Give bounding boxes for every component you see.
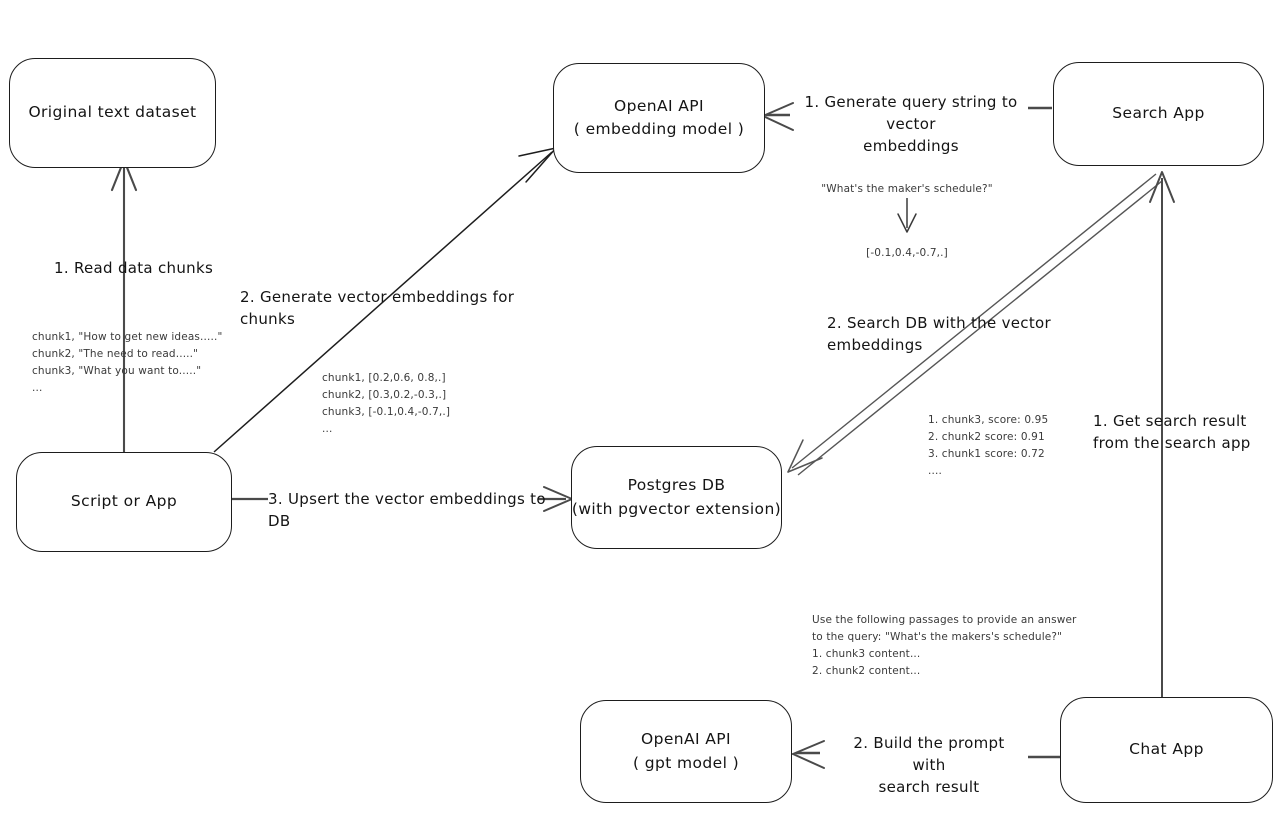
- note-source-chunks: chunk1, "How to get new ideas....." chun…: [32, 331, 223, 394]
- edge-label-upsert-to-db: 3. Upsert the vector embeddings to DB: [268, 490, 546, 530]
- edge-label-search-db: 2. Search DB with the vector embeddings: [827, 314, 1051, 354]
- node-chat-app[interactable]: Chat App: [1060, 697, 1273, 803]
- node-search-app[interactable]: Search App: [1053, 62, 1264, 166]
- node-label-line2: (with pgvector extension): [571, 499, 782, 518]
- node-label-line2: ( gpt model ): [632, 753, 740, 772]
- note-query-text: "What's the maker's schedule?": [821, 183, 993, 195]
- arrow-query-to-vector: [897, 198, 917, 233]
- node-label-line2: ( embedding model ): [573, 120, 745, 138]
- node-label: Chat App: [1129, 740, 1204, 759]
- edge-label-generate-vector-embeddings: 2. Generate vector embeddings for chunks: [240, 288, 515, 328]
- note-search-results: 1. chunk3, score: 0.95 2. chunk2 score: …: [928, 414, 1049, 477]
- node-label: Script or App: [70, 492, 178, 511]
- node-label-line1: OpenAI API: [640, 730, 732, 749]
- edge-label-generate-query-embeddings: 1. Generate query string to vector embed…: [804, 93, 1018, 155]
- node-label-line1: OpenAI API: [613, 96, 705, 115]
- node-label-line1: Postgres DB: [627, 476, 726, 495]
- node-postgres-db[interactable]: Postgres DB (with pgvector extension): [571, 446, 782, 549]
- note-chunk-embeddings: chunk1, [0.2,0.6, 0.8,.] chunk2, [0.3,0.…: [322, 372, 451, 435]
- node-script-or-app[interactable]: Script or App: [16, 452, 232, 552]
- node-label: Original text dataset: [28, 103, 197, 122]
- edge-label-get-search-result: 1. Get search result from the search app: [1093, 412, 1251, 452]
- node-original-text-dataset[interactable]: Original text dataset: [9, 58, 216, 168]
- node-openai-api-gpt-model[interactable]: OpenAI API ( gpt model ): [580, 700, 792, 803]
- node-label: Search App: [1112, 104, 1205, 123]
- node-openai-api-embedding-model[interactable]: OpenAI API ( embedding model ): [553, 63, 765, 173]
- edge-label-read-data-chunks: 1. Read data chunks: [54, 259, 214, 277]
- note-prompt-text: Use the following passages to provide an…: [812, 614, 1077, 677]
- edge-label-build-prompt: 2. Build the prompt with search result: [853, 734, 1005, 796]
- arrow-read-data-chunks: [110, 158, 138, 456]
- note-query-vector: [-0.1,0.4,-0.7,.]: [866, 247, 948, 259]
